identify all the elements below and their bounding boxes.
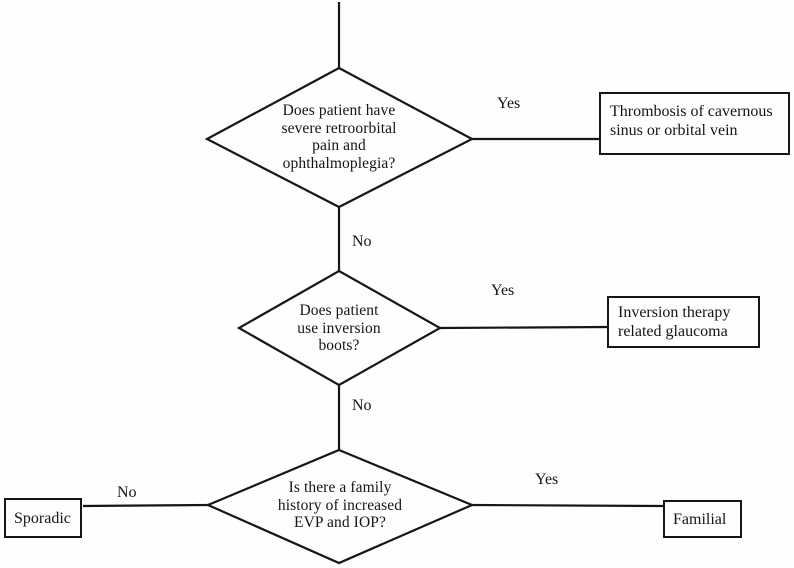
decision-text-line: history of increased bbox=[277, 496, 403, 514]
outcome-text-line: related glaucoma bbox=[618, 323, 728, 340]
decision-inversion-boots-text: Does patient use inversion boots? bbox=[239, 302, 439, 355]
decision-text-line: severe retroorbital bbox=[281, 119, 397, 137]
outcome-text-line: Familial bbox=[673, 510, 727, 528]
no-label-d2: No bbox=[352, 397, 372, 414]
decision-text-line: Is there a family bbox=[288, 479, 392, 496]
yes-label-d1: Yes bbox=[497, 95, 521, 112]
outcome-box-inversion-therapy: Inversion therapy related glaucoma bbox=[607, 296, 760, 348]
decision-text-line: Does patient have bbox=[282, 102, 396, 119]
no-label-d3: No bbox=[117, 484, 137, 501]
decision-text-line: EVP and IOP? bbox=[294, 514, 386, 531]
yes-label-d3: Yes bbox=[535, 471, 559, 488]
decision-family-history-text: Is there a family history of increased E… bbox=[240, 479, 440, 532]
decision-text-line: use inversion bbox=[297, 319, 381, 337]
decision-text-line: boots? bbox=[318, 337, 360, 354]
decision-text-line: Does patient bbox=[299, 302, 379, 319]
outcome-text-line: Inversion therapy bbox=[618, 304, 731, 321]
outcome-text-line: sinus or orbital vein bbox=[610, 122, 738, 139]
decision-text-line: pain and bbox=[312, 137, 366, 154]
no-connector-d3-sporadic bbox=[82, 503, 210, 508]
yes-label-d2: Yes bbox=[491, 282, 515, 299]
decision-diamond-family-history bbox=[205, 448, 475, 565]
no-label-d1: No bbox=[352, 233, 372, 250]
decision-retroorbital-pain-text: Does patient have severe retroorbital pa… bbox=[239, 102, 439, 172]
outcome-text-line: Sporadic bbox=[14, 509, 71, 527]
yes-connector-d2-inversion-therapy bbox=[438, 325, 609, 330]
outcome-text-line: Thrombosis of cavernous bbox=[610, 103, 773, 120]
outcome-box-thrombosis: Thrombosis of cavernous sinus or orbital… bbox=[599, 92, 790, 155]
outcome-box-sporadic: Sporadic bbox=[4, 498, 82, 538]
decision-text-line: ophthalmoplegia? bbox=[282, 154, 396, 172]
yes-connector-d3-familial bbox=[470, 503, 665, 508]
outcome-box-familial: Familial bbox=[663, 500, 742, 538]
